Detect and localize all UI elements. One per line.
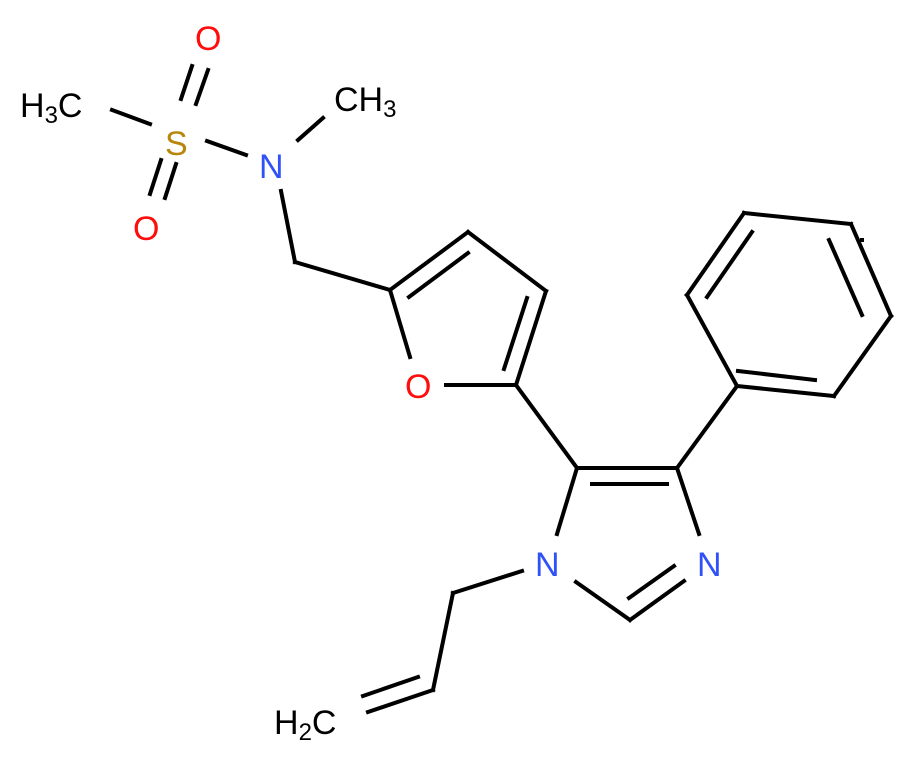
- label-sulfur: S: [165, 125, 188, 163]
- bond-ph-2: [831, 313, 894, 399]
- bond-im-phenyl: [674, 383, 740, 471]
- bond-s-o-top-b: [193, 67, 211, 107]
- label-h2c: H2C: [274, 704, 336, 746]
- bond-s-o-top-a: [178, 63, 195, 102]
- label-oxygen-top: O: [195, 20, 221, 58]
- label-nitrogen-imidazole-3: N: [697, 546, 722, 584]
- bond-ch2-ch: [430, 590, 456, 693]
- bond-im-n3-c2: [627, 578, 687, 623]
- bond-s-n: [204, 138, 249, 158]
- bond-im-n3-c2-inner: [626, 563, 677, 601]
- bond-ch2-furan: [292, 259, 393, 293]
- label-oxygen-bottom: O: [133, 210, 159, 248]
- bond-ph-5: [684, 210, 747, 298]
- label-h3c: H3C: [20, 87, 82, 129]
- label-nitrogen-imidazole-1: N: [535, 546, 560, 584]
- bond-furan-c4-c5: [513, 288, 549, 388]
- bond-furan-c2-c3-inner: [406, 250, 471, 300]
- bond-s-o-bottom-a: [147, 157, 164, 197]
- bond-ch-ch2-inner: [360, 674, 421, 699]
- label-nitrogen-sulfonamide: N: [259, 148, 284, 186]
- label-ch3: CH3: [334, 81, 396, 123]
- bond-ph-3-inner2: [826, 237, 865, 318]
- bond-ph-6: [684, 292, 740, 389]
- bond-im-c2-n1: [573, 579, 633, 623]
- bond-furan-c4-c5-inner: [501, 295, 530, 372]
- bond-s-o-bottom-b: [162, 161, 179, 201]
- bond-n1-ch2: [450, 568, 525, 596]
- bond-furan-imidazole: [513, 382, 580, 471]
- label-oxygen-furan: O: [405, 368, 431, 406]
- bond-n-ch2: [278, 188, 298, 265]
- bond-ph-5-inner: [704, 229, 755, 300]
- bond-ph-1: [734, 383, 837, 399]
- bond-furan-c2-c3: [387, 229, 471, 293]
- bond-im-c4-n3: [674, 465, 702, 537]
- bond-furan-o-c2: [387, 287, 413, 360]
- bond-ch-ch2: [365, 687, 436, 715]
- bond-ph-1-inner: [735, 368, 818, 383]
- bond-ph-4: [741, 210, 854, 227]
- bond-furan-c3-c4: [465, 229, 549, 294]
- bond-ph-3: [848, 221, 894, 319]
- bond-ch3-s: [109, 107, 153, 127]
- bond-im-n1-c5: [554, 465, 580, 537]
- bond-n-ch3: [295, 115, 326, 143]
